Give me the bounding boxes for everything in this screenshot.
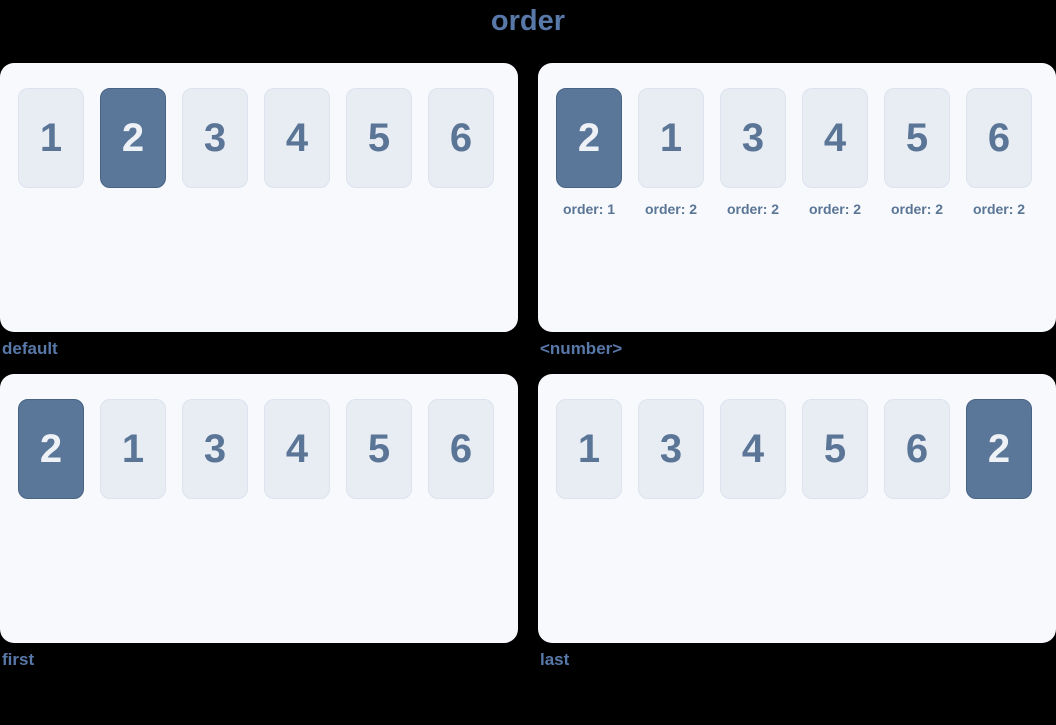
panel-first: 2 1 3 4 5 6 xyxy=(0,374,518,643)
flex-item: 3 xyxy=(182,88,248,188)
flex-item-box: 5 xyxy=(346,399,412,499)
panel-default: 1 2 3 4 5 6 xyxy=(0,63,518,332)
panel-label-default: default xyxy=(2,339,58,358)
panel-number: 2 order: 1 1 order: 2 3 order: 2 4 order… xyxy=(538,63,1056,332)
page-title: order xyxy=(490,5,566,37)
panel-label-first: first xyxy=(2,650,35,669)
flex-item: 5 order: 2 xyxy=(884,88,950,217)
flex-item: 6 xyxy=(428,399,494,499)
panel-section-number: 2 order: 1 1 order: 2 3 order: 2 4 order… xyxy=(538,63,1056,358)
flex-item: 5 xyxy=(346,88,412,188)
flex-item: 4 order: 2 xyxy=(802,88,868,217)
flex-item: 3 order: 2 xyxy=(720,88,786,217)
flex-item: 4 xyxy=(720,399,786,499)
panel-label-last: last xyxy=(540,650,570,669)
flex-item-box: 1 xyxy=(18,88,84,188)
flex-item: 4 xyxy=(264,399,330,499)
flex-item-box: 1 xyxy=(638,88,704,188)
flex-item: 4 xyxy=(264,88,330,188)
flex-item: 5 xyxy=(802,399,868,499)
flex-item-box-highlighted: 2 xyxy=(100,88,166,188)
flex-item-box: 5 xyxy=(884,88,950,188)
order-value-label: order: 2 xyxy=(808,201,862,217)
flex-item: 1 xyxy=(18,88,84,188)
flex-item-box-highlighted: 2 xyxy=(556,88,622,188)
demo-grid: 1 2 3 4 5 6 default 2 order: 1 xyxy=(0,63,1056,669)
flex-item: 6 order: 2 xyxy=(966,88,1032,217)
flex-item: 3 xyxy=(182,399,248,499)
panel-section-default: 1 2 3 4 5 6 default xyxy=(0,63,518,358)
flex-item-box: 1 xyxy=(100,399,166,499)
panel-label-number: <number> xyxy=(540,339,623,358)
flex-item-box: 6 xyxy=(966,88,1032,188)
flex-item: 2 xyxy=(100,88,166,188)
flex-item: 1 order: 2 xyxy=(638,88,704,217)
order-value-label: order: 1 xyxy=(562,201,616,217)
flex-item-box: 4 xyxy=(720,399,786,499)
flex-item-box: 4 xyxy=(264,399,330,499)
flex-item: 6 xyxy=(428,88,494,188)
order-value-label: order: 2 xyxy=(890,201,944,217)
flex-item-box-highlighted: 2 xyxy=(18,399,84,499)
flex-item-box: 1 xyxy=(556,399,622,499)
flex-item: 1 xyxy=(556,399,622,499)
flex-item-box: 6 xyxy=(428,399,494,499)
flex-item-box: 5 xyxy=(802,399,868,499)
flex-item: 6 xyxy=(884,399,950,499)
flex-item-box: 5 xyxy=(346,88,412,188)
flex-item-box: 3 xyxy=(182,88,248,188)
flex-item: 5 xyxy=(346,399,412,499)
order-value-label: order: 2 xyxy=(644,201,698,217)
panel-last: 1 3 4 5 6 2 xyxy=(538,374,1056,643)
flex-item-box: 3 xyxy=(638,399,704,499)
flex-item-box: 4 xyxy=(264,88,330,188)
flex-item: 2 order: 1 xyxy=(556,88,622,217)
flex-item: 2 xyxy=(18,399,84,499)
flex-item-box: 6 xyxy=(428,88,494,188)
flex-item-box: 6 xyxy=(884,399,950,499)
flex-item-box-highlighted: 2 xyxy=(966,399,1032,499)
order-value-label: order: 2 xyxy=(726,201,780,217)
flex-item-box: 3 xyxy=(720,88,786,188)
panel-section-first: 2 1 3 4 5 6 first xyxy=(0,374,518,669)
order-value-label: order: 2 xyxy=(972,201,1026,217)
flex-item-box: 3 xyxy=(182,399,248,499)
flex-item: 2 xyxy=(966,399,1032,499)
flex-item-box: 4 xyxy=(802,88,868,188)
flex-item: 3 xyxy=(638,399,704,499)
panel-section-last: 1 3 4 5 6 2 last xyxy=(538,374,1056,669)
flex-item: 1 xyxy=(100,399,166,499)
